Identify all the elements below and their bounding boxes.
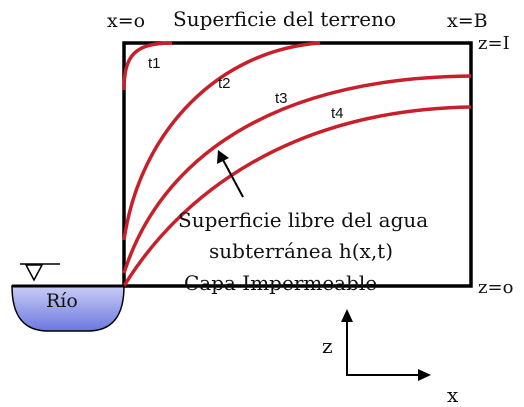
curve-label-t1: t1 [148,55,161,72]
axis-z-arrowhead [341,309,353,322]
water-level-symbol-icon [24,264,44,282]
label-river: Río [46,290,78,312]
river-body [11,285,125,332]
axis-z-label: z [322,334,333,358]
curve-label-t2: t2 [218,75,231,92]
curve-label-t3: t3 [275,90,288,107]
curve-label-t4: t4 [331,105,344,122]
free-surface-curve-t4 [122,105,472,287]
label-free-surface-line2: subterránea h(x,t) [209,239,393,263]
aquifer-domain-box [122,41,473,288]
free-surface-curve-t2 [122,41,321,241]
label-x-zero: x=o [107,10,145,32]
annotation-arrow-shaft [221,157,244,198]
label-z-zero: z=o [478,277,513,298]
free-surface-curve-t3 [122,74,472,274]
label-impermeable-layer: Capa Impermeable [184,271,377,295]
label-x-b: x=B [447,10,488,32]
axis-x-label: x [447,383,459,407]
label-free-surface-line1: Superficie libre del agua [178,208,428,232]
label-ground-surface: Superficie del terreno [173,7,396,31]
axis-x-arrowhead [418,369,431,381]
label-z-i: z=I [478,33,510,54]
free-surface-curve-t1 [122,41,173,91]
annotation-arrow-head [217,150,229,164]
